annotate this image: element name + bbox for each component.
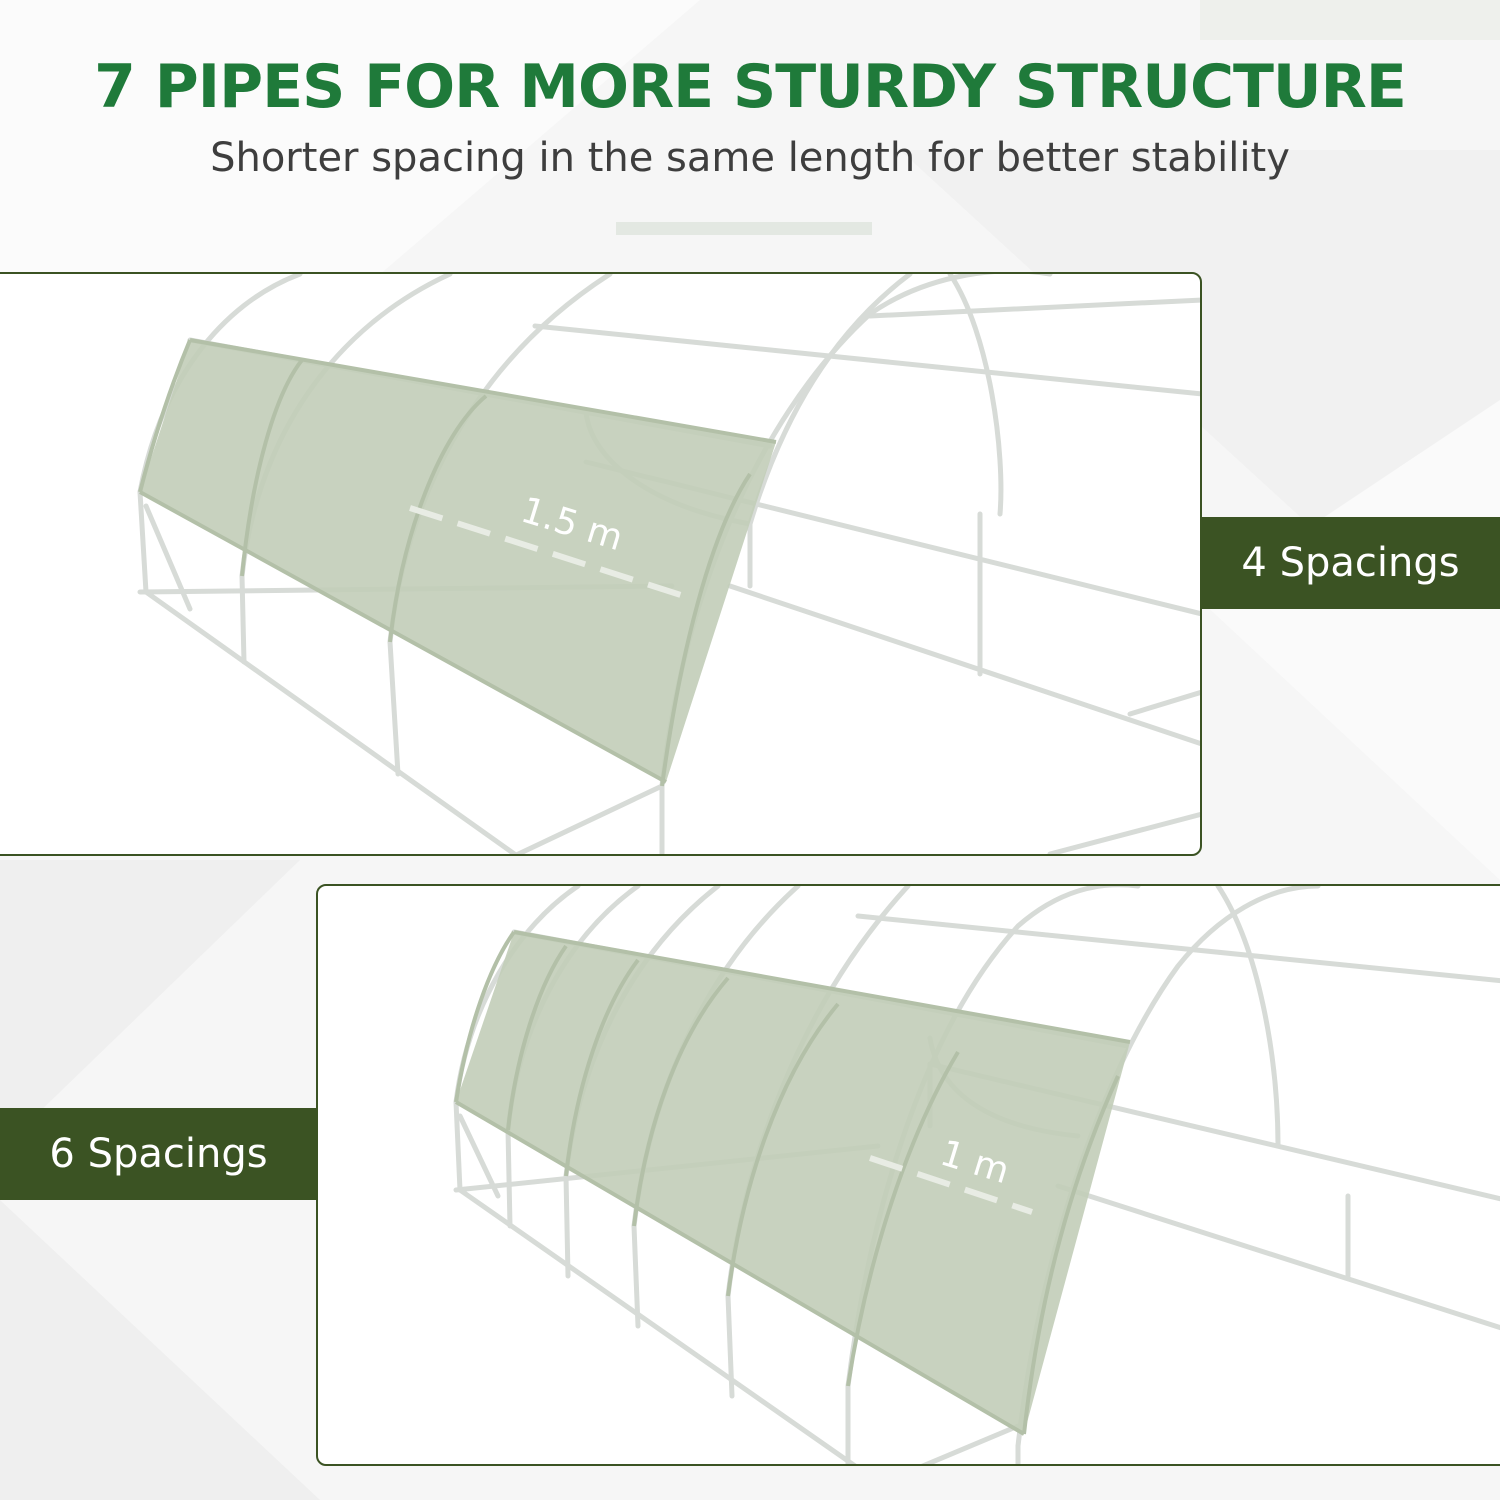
headline: 7 PIPES FOR MORE STURDY STRUCTURE [94, 52, 1407, 122]
spacing-badge: 6 Spacings [0, 1108, 317, 1200]
title-divider [616, 222, 872, 235]
subheadline: Shorter spacing in the same length for b… [210, 135, 1290, 181]
side-cover-panel [140, 340, 776, 782]
greenhouse-6-spacings-panel: 1 m [316, 884, 1500, 1466]
greenhouse-4-spacings-panel: 1.5 m [0, 272, 1202, 856]
spacing-badge: 4 Spacings [1201, 517, 1500, 609]
side-cover-panel [456, 932, 1130, 1434]
greenhouse-frame-illustration [453, 886, 1500, 1464]
top-accent-bar [1200, 0, 1500, 40]
greenhouse-frame-illustration [137, 274, 1200, 854]
